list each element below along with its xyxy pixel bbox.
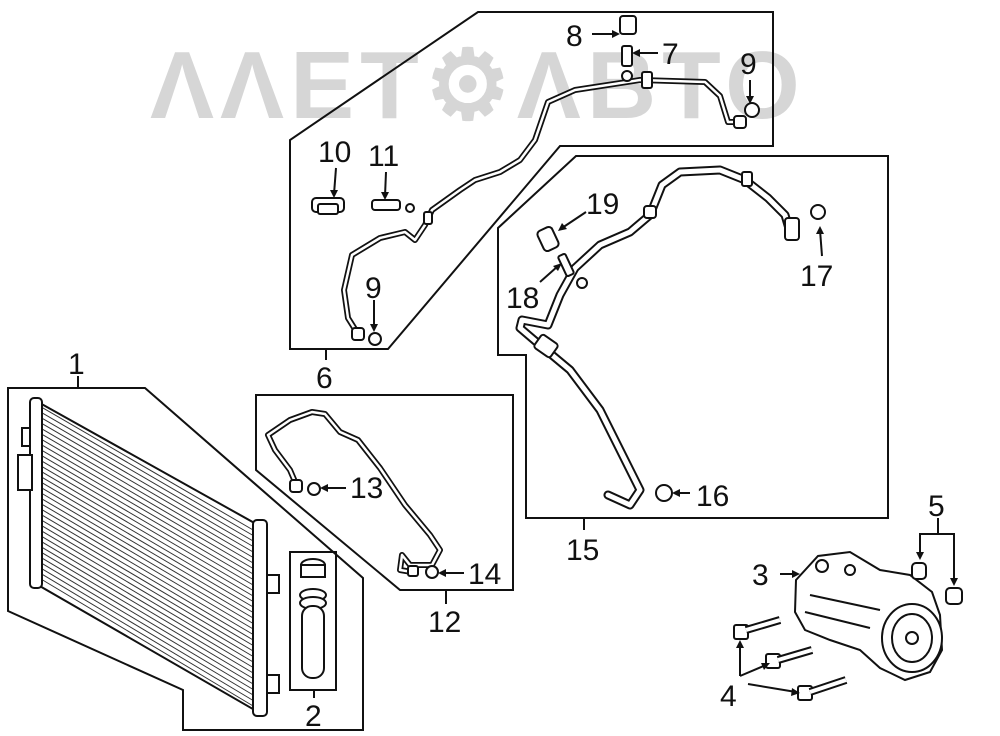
- valve-core: [621, 45, 633, 67]
- callout-14: 14: [468, 558, 501, 591]
- o-ring-9-upper: [744, 102, 760, 118]
- bolts-4: [733, 616, 848, 701]
- condenser-fin: [41, 406, 255, 531]
- callout-3: 3: [752, 559, 769, 592]
- condenser-fins: [41, 406, 255, 707]
- watermark: ΛΛΕΤ⚙ΛΒΤΟ: [150, 32, 806, 139]
- valve-core-18: [557, 252, 588, 289]
- upper-pipe: [311, 15, 760, 346]
- condenser-bracket-left: [17, 454, 33, 491]
- watermark-text: ΛΛΕΤ⚙ΛΒΤΟ: [150, 32, 806, 139]
- condenser-fin: [41, 519, 255, 647]
- callout-11: 11: [368, 140, 399, 173]
- callout-8: 8: [566, 20, 583, 53]
- condenser-fin: [41, 444, 255, 570]
- o-ring-14: [425, 565, 439, 579]
- group-1-panel: [7, 387, 364, 731]
- callout-2: 2: [305, 700, 322, 733]
- condenser-fin: [41, 552, 255, 680]
- callout-7: 7: [662, 38, 679, 71]
- condenser-fin: [41, 417, 255, 542]
- condenser-fin: [41, 412, 255, 537]
- condenser-fin: [41, 563, 255, 691]
- condenser-fin: [41, 482, 255, 608]
- o-ring-16: [655, 484, 673, 502]
- condenser-fin: [41, 487, 255, 614]
- condenser-fin: [41, 476, 255, 603]
- callout-6: 6: [316, 362, 333, 395]
- condenser-fin: [41, 546, 255, 674]
- condenser-fin: [41, 530, 255, 658]
- condenser-fin: [41, 541, 255, 669]
- callout-4: 4: [720, 680, 737, 713]
- condenser-fin: [41, 450, 255, 575]
- condenser-right-tank: [252, 519, 268, 717]
- bolt-upper: [733, 616, 782, 640]
- callout-19: 19: [586, 188, 619, 221]
- condenser-fin: [41, 503, 255, 630]
- compressor: [793, 550, 944, 682]
- group-12-panel: [255, 394, 514, 591]
- condenser-fin: [41, 493, 255, 619]
- o-ring-13: [307, 482, 321, 496]
- group-6-panel: [289, 11, 774, 350]
- condenser-fin: [41, 525, 255, 652]
- condenser-fin: [41, 428, 255, 553]
- condenser-fin: [41, 536, 255, 663]
- condenser-fin: [41, 455, 255, 581]
- condenser-fin: [41, 509, 255, 636]
- condenser-left-tank: [29, 397, 43, 589]
- condenser-fin: [41, 466, 255, 592]
- group-15-panel: [497, 155, 889, 519]
- callout-15: 15: [566, 534, 599, 567]
- o-ring-9-lower: [368, 332, 382, 346]
- condenser-fin: [41, 514, 255, 641]
- callout-13: 13: [350, 472, 383, 505]
- callout-10: 10: [318, 136, 351, 169]
- callout-16: 16: [696, 480, 729, 513]
- condenser-fin: [41, 579, 255, 707]
- condenser-fin: [41, 568, 255, 696]
- drier-assembly: [289, 551, 337, 691]
- o-ring-17: [810, 204, 826, 220]
- callout-5: 5: [928, 490, 945, 523]
- bolt-middle: [765, 646, 814, 669]
- condenser-fin: [41, 433, 255, 559]
- valve-cap-19: [536, 225, 560, 253]
- condenser-fin: [41, 423, 255, 548]
- callout-9-lower: 9: [365, 272, 382, 305]
- pressure-sensor: [311, 197, 345, 215]
- condenser-fin: [41, 439, 255, 564]
- condenser-bracket-left-top: [21, 427, 31, 447]
- condenser-bracket-right-bottom: [266, 674, 280, 694]
- callout-12: 12: [428, 606, 461, 639]
- callout-1: 1: [68, 348, 85, 381]
- condenser-fin: [41, 498, 255, 625]
- suction-hose: [515, 165, 826, 510]
- port-cap: [619, 15, 637, 35]
- callout-17: 17: [800, 260, 833, 293]
- condenser: [17, 397, 280, 717]
- condenser-bracket-right: [266, 574, 280, 594]
- caps-5: [911, 562, 963, 605]
- condenser-fin: [41, 471, 255, 597]
- callout-9-upper: 9: [740, 48, 757, 81]
- condenser-fin: [41, 557, 255, 685]
- bolt-lower: [797, 676, 848, 701]
- callout-labels: 1 2 3 4 5 6 7 8 9 9 10 11 12 13 14 15 16…: [68, 20, 945, 733]
- discharge-pipe: [265, 409, 443, 579]
- valve-11: [371, 199, 415, 213]
- condenser-fin: [41, 460, 255, 586]
- callout-18: 18: [506, 282, 539, 315]
- condenser-fin: [41, 573, 255, 702]
- leader-lines: [77, 30, 958, 698]
